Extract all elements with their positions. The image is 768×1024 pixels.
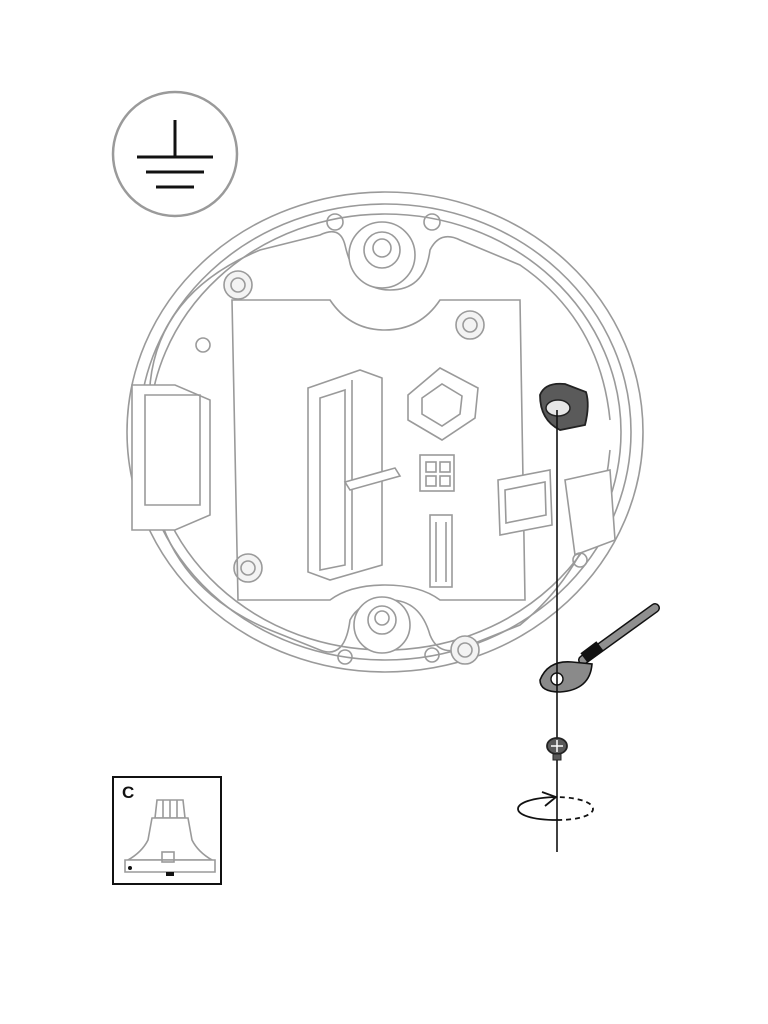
- top-boss: [348, 221, 416, 289]
- mounting-screw-bottom-left: [233, 553, 263, 583]
- ground-cable: [578, 603, 660, 665]
- ground-symbol-icon: [111, 90, 239, 218]
- inset-label: C: [122, 783, 134, 802]
- grounding-screw: [546, 737, 568, 761]
- inset-panel-c: C: [112, 776, 222, 885]
- camera-side-view-icon: [124, 799, 216, 876]
- mounting-screw-top-right: [455, 310, 485, 340]
- bottom-boss: [353, 596, 411, 654]
- mounting-screw-top-left: [223, 270, 253, 300]
- mounting-screw-bottom-right: [450, 635, 480, 665]
- network-socket: [407, 367, 479, 441]
- camera-base: [126, 191, 644, 673]
- rotate-clockwise-icon: [517, 791, 594, 821]
- card-slot-connector: [307, 369, 402, 581]
- ring-terminal: [539, 661, 593, 693]
- terminal-block-small: [419, 454, 455, 492]
- ground-terminal-post: [539, 382, 589, 431]
- terminal-block-strip: [429, 514, 453, 588]
